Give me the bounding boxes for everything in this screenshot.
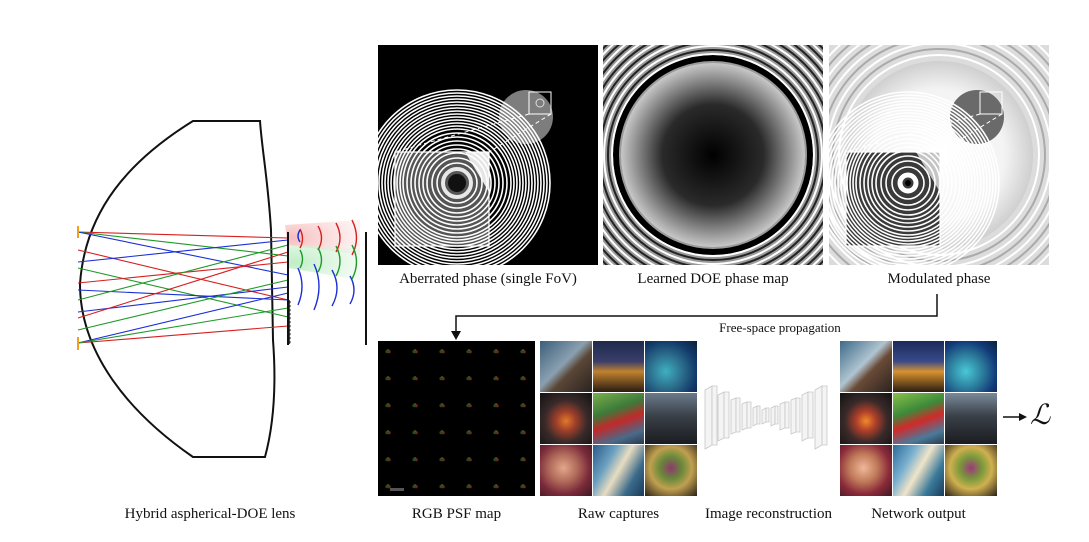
raw-camera-photo: [540, 341, 592, 392]
psf-spot: [412, 403, 418, 408]
raw-car-interior-photo: [645, 393, 697, 444]
psf-spot: [520, 349, 526, 354]
psf-spot: [412, 349, 418, 354]
psf-spot: [385, 484, 391, 489]
raw-face-photo: [540, 445, 592, 496]
green-light-fan: [287, 245, 360, 280]
propagation-label: Free-space propagation: [719, 320, 841, 335]
raw-clownfish-photo: [540, 393, 592, 444]
output-coast-aerial-photo: [945, 341, 997, 392]
psf-spot: [439, 403, 445, 408]
propagation-arrow: [451, 294, 938, 340]
psf-spot: [520, 376, 526, 381]
raw-pagoda-photo: [592, 341, 645, 392]
psf-spot: [412, 484, 418, 489]
output-clownfish-photo: [840, 393, 892, 444]
output-car-interior-photo: [945, 393, 997, 444]
lens-diagram: [77, 120, 367, 458]
modulated-phase-label: Modulated phase: [887, 271, 991, 287]
fov-disk: [499, 90, 553, 144]
psf-spot: [439, 484, 445, 489]
psf-spot: [520, 403, 526, 408]
psf-spot: [439, 349, 445, 354]
psf-spot: [412, 457, 418, 462]
zoom-inset: [829, 91, 1000, 265]
doe-phase-panel: [603, 45, 823, 265]
psf-spot: [493, 430, 499, 435]
output-pagoda-photo: [892, 341, 945, 392]
psf-spot: [520, 430, 526, 435]
network-output-grid: [840, 341, 997, 496]
psf-map-label: RGB PSF map: [411, 506, 502, 522]
psf-spot: [385, 430, 391, 435]
psf-spot: [493, 484, 499, 489]
output-train-photo: [892, 393, 945, 444]
psf-spot: [466, 349, 472, 354]
raw-beach-aerial-photo: [592, 445, 645, 496]
recon-label: Image reconstruction: [704, 506, 833, 522]
doe-center-zone: [621, 63, 805, 247]
psf-spot: [466, 403, 472, 408]
raw-captures-label: Raw captures: [577, 506, 660, 522]
output-face-photo: [840, 445, 892, 496]
psf-spot: [385, 403, 391, 408]
psf-spot: [439, 430, 445, 435]
scale-bar: [390, 488, 404, 491]
doe-relief: [286, 299, 291, 345]
psf-spot: [493, 376, 499, 381]
output-food-photo: [945, 445, 997, 496]
raw-captures-grid: [540, 341, 697, 496]
wavefront-arcs: [297, 219, 358, 311]
psf-spot: [385, 349, 391, 354]
lens-outline: [78, 120, 276, 458]
network-output-label: Network output: [871, 506, 966, 522]
psf-spot: [520, 457, 526, 462]
modulated-phase-panel: [829, 45, 1049, 265]
raw-train-photo: [592, 393, 645, 444]
psf-spot: [439, 457, 445, 462]
output-camera-photo: [840, 341, 892, 392]
raw-coast-aerial-photo: [645, 341, 697, 392]
psf-spot: [493, 403, 499, 408]
zoom-inset: [378, 89, 551, 265]
psf-spot: [466, 376, 472, 381]
aberrated-phase-label: Aberrated phase (single FoV): [399, 271, 577, 287]
ray-bundle: [77, 231, 289, 344]
psf-spot: [466, 457, 472, 462]
psf-spot: [493, 349, 499, 354]
psf-spot: [385, 457, 391, 462]
psf-spot: [466, 430, 472, 435]
psf-spot: [385, 376, 391, 381]
psf-spot: [520, 484, 526, 489]
lens-label: Hybrid aspherical-DOE lens: [124, 506, 296, 522]
fov-disk: [950, 90, 1004, 144]
loss-arrow: [1003, 413, 1027, 421]
psf-spot: [412, 376, 418, 381]
raw-food-photo: [645, 445, 697, 496]
psf-spot: [412, 430, 418, 435]
loss-symbol: ℒ: [1030, 400, 1051, 431]
zoom-box-small: [528, 91, 552, 115]
psf-spot: [466, 484, 472, 489]
psf-map-panel: [378, 341, 535, 496]
doe-phase-label: Learned DOE phase map: [637, 271, 789, 287]
output-beach-aerial-photo: [892, 445, 945, 496]
psf-spot: [439, 376, 445, 381]
psf-spot: [493, 457, 499, 462]
unet-diagram: [704, 385, 828, 450]
aberrated-phase-panel: [378, 45, 598, 265]
zoom-box-small: [979, 91, 1003, 115]
